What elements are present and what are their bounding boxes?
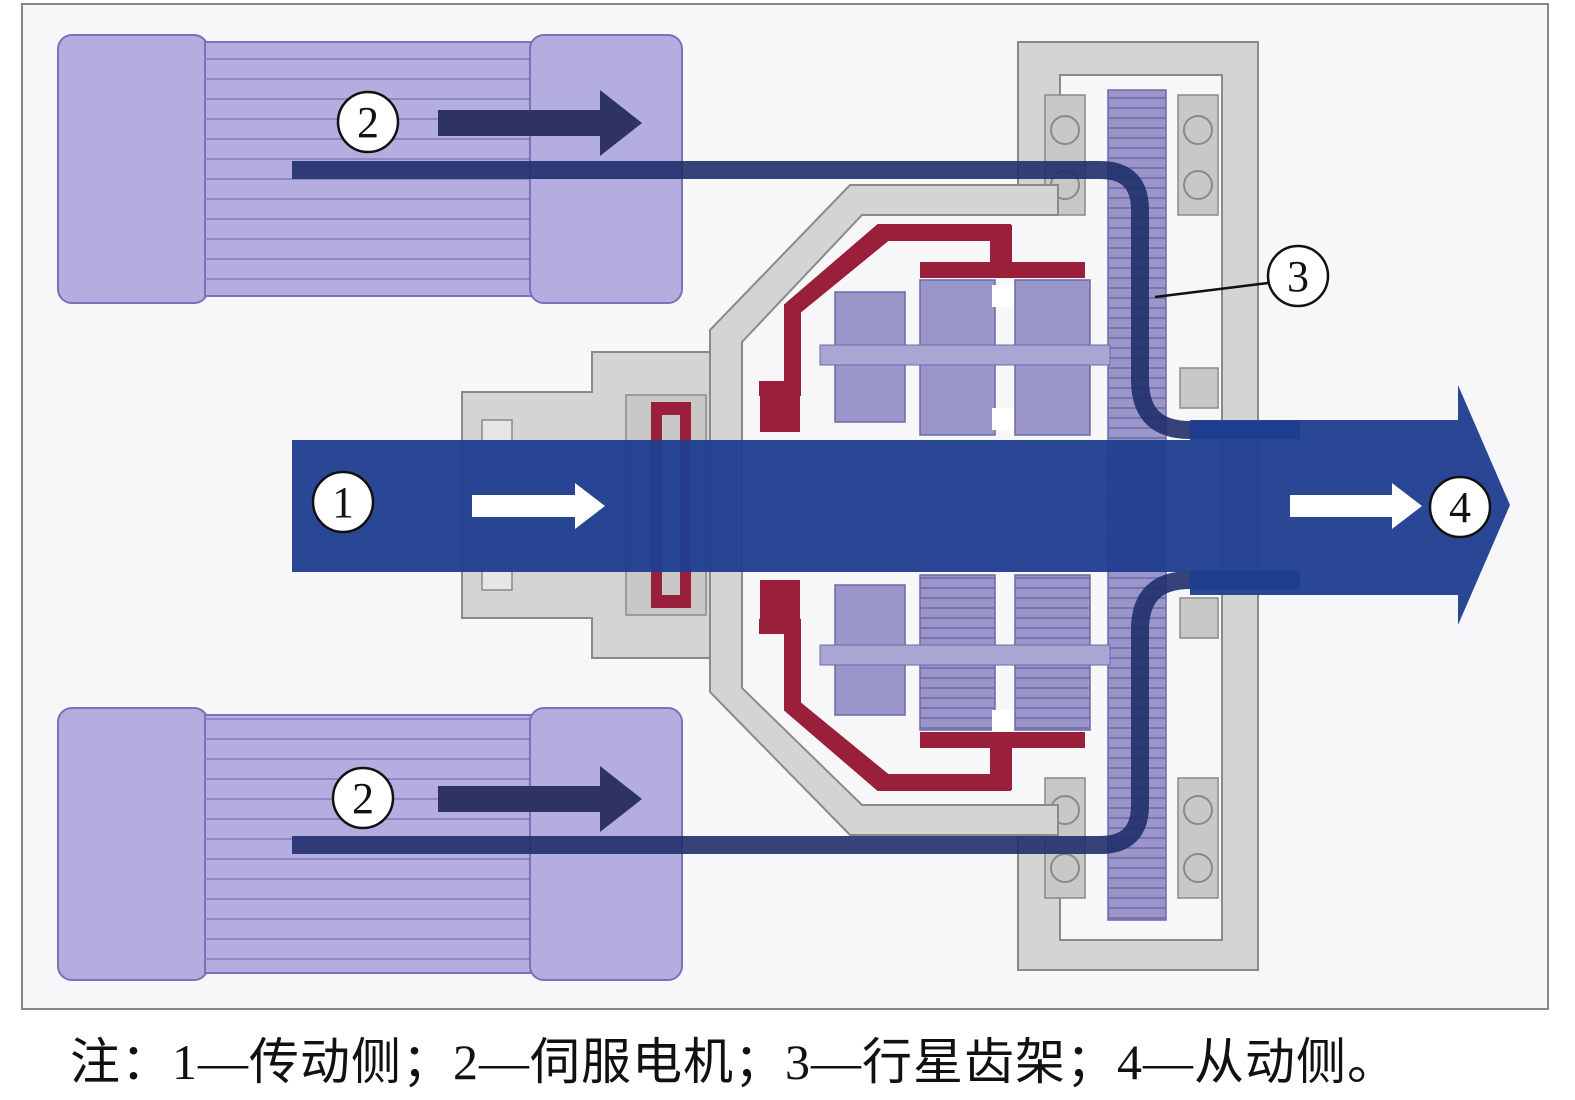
figure-caption: 注：1—传动侧；2—伺服电机；3—行星齿架；4—从动侧。 <box>70 1034 1398 1090</box>
label-servo-motor-top: 2 <box>336 90 400 154</box>
planet-carrier-leader-line <box>1154 281 1269 299</box>
label-input-side: 1 <box>311 470 375 534</box>
svg-text:3: 3 <box>1287 252 1309 301</box>
planetary-transmission-diagram: 1 2 2 3 4 <box>21 3 1549 1010</box>
svg-text:1: 1 <box>332 478 354 527</box>
servo-arrow-bottom <box>438 766 642 832</box>
main-flow-arrow-right <box>1290 483 1422 529</box>
label-planet-carrier: 3 <box>1266 244 1330 308</box>
svg-text:2: 2 <box>352 774 374 823</box>
main-flow <box>292 385 1510 625</box>
carrier-housing <box>709 184 1059 836</box>
main-flow-arrow-left <box>472 483 605 529</box>
servo-flow-bottom <box>292 571 1300 854</box>
planet-carrier-frame <box>759 224 1085 791</box>
label-output-side: 4 <box>1428 475 1492 539</box>
planet-gears <box>819 279 1111 732</box>
output-housing <box>1017 41 1259 971</box>
servo-arrow-top <box>438 90 642 156</box>
label-servo-motor-bottom: 2 <box>331 766 395 830</box>
svg-text:2: 2 <box>357 98 379 147</box>
servo-flow-top <box>292 90 1300 439</box>
svg-text:4: 4 <box>1449 483 1471 532</box>
